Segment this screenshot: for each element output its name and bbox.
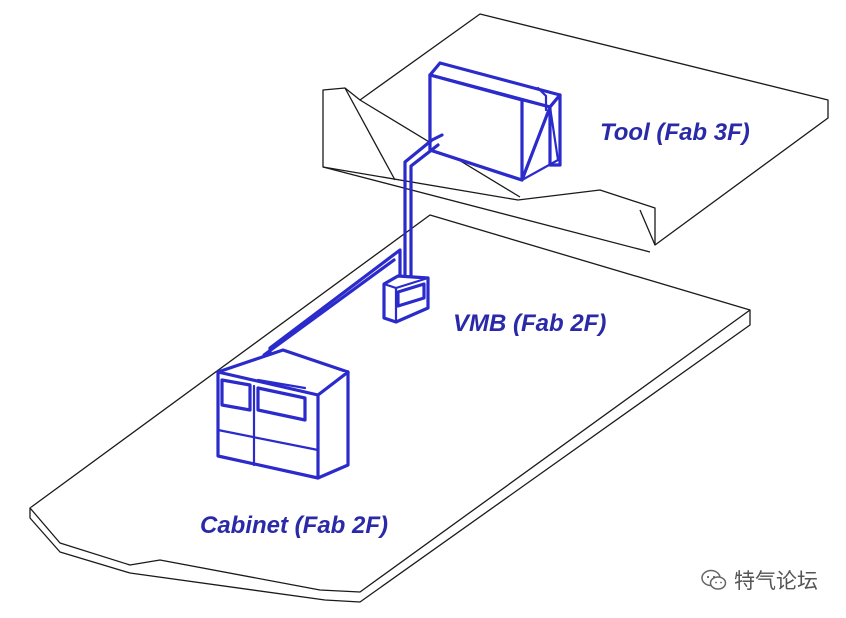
gas-cabinet xyxy=(216,348,350,480)
cabinet-label: Cabinet (Fab 2F) xyxy=(200,512,389,539)
watermark: 特气论坛 xyxy=(700,565,818,595)
tool-label: Tool (Fab 3F) xyxy=(600,119,750,146)
tool-equipment xyxy=(428,61,562,182)
fab-2f-floor-slab xyxy=(29,214,751,603)
vmb-label: VMB (Fab 2F) xyxy=(453,310,607,337)
vmb-box xyxy=(382,274,430,324)
fab-3f-floor-slab xyxy=(322,13,829,253)
wechat-icon xyxy=(700,568,728,592)
watermark-text: 特气论坛 xyxy=(734,570,818,593)
